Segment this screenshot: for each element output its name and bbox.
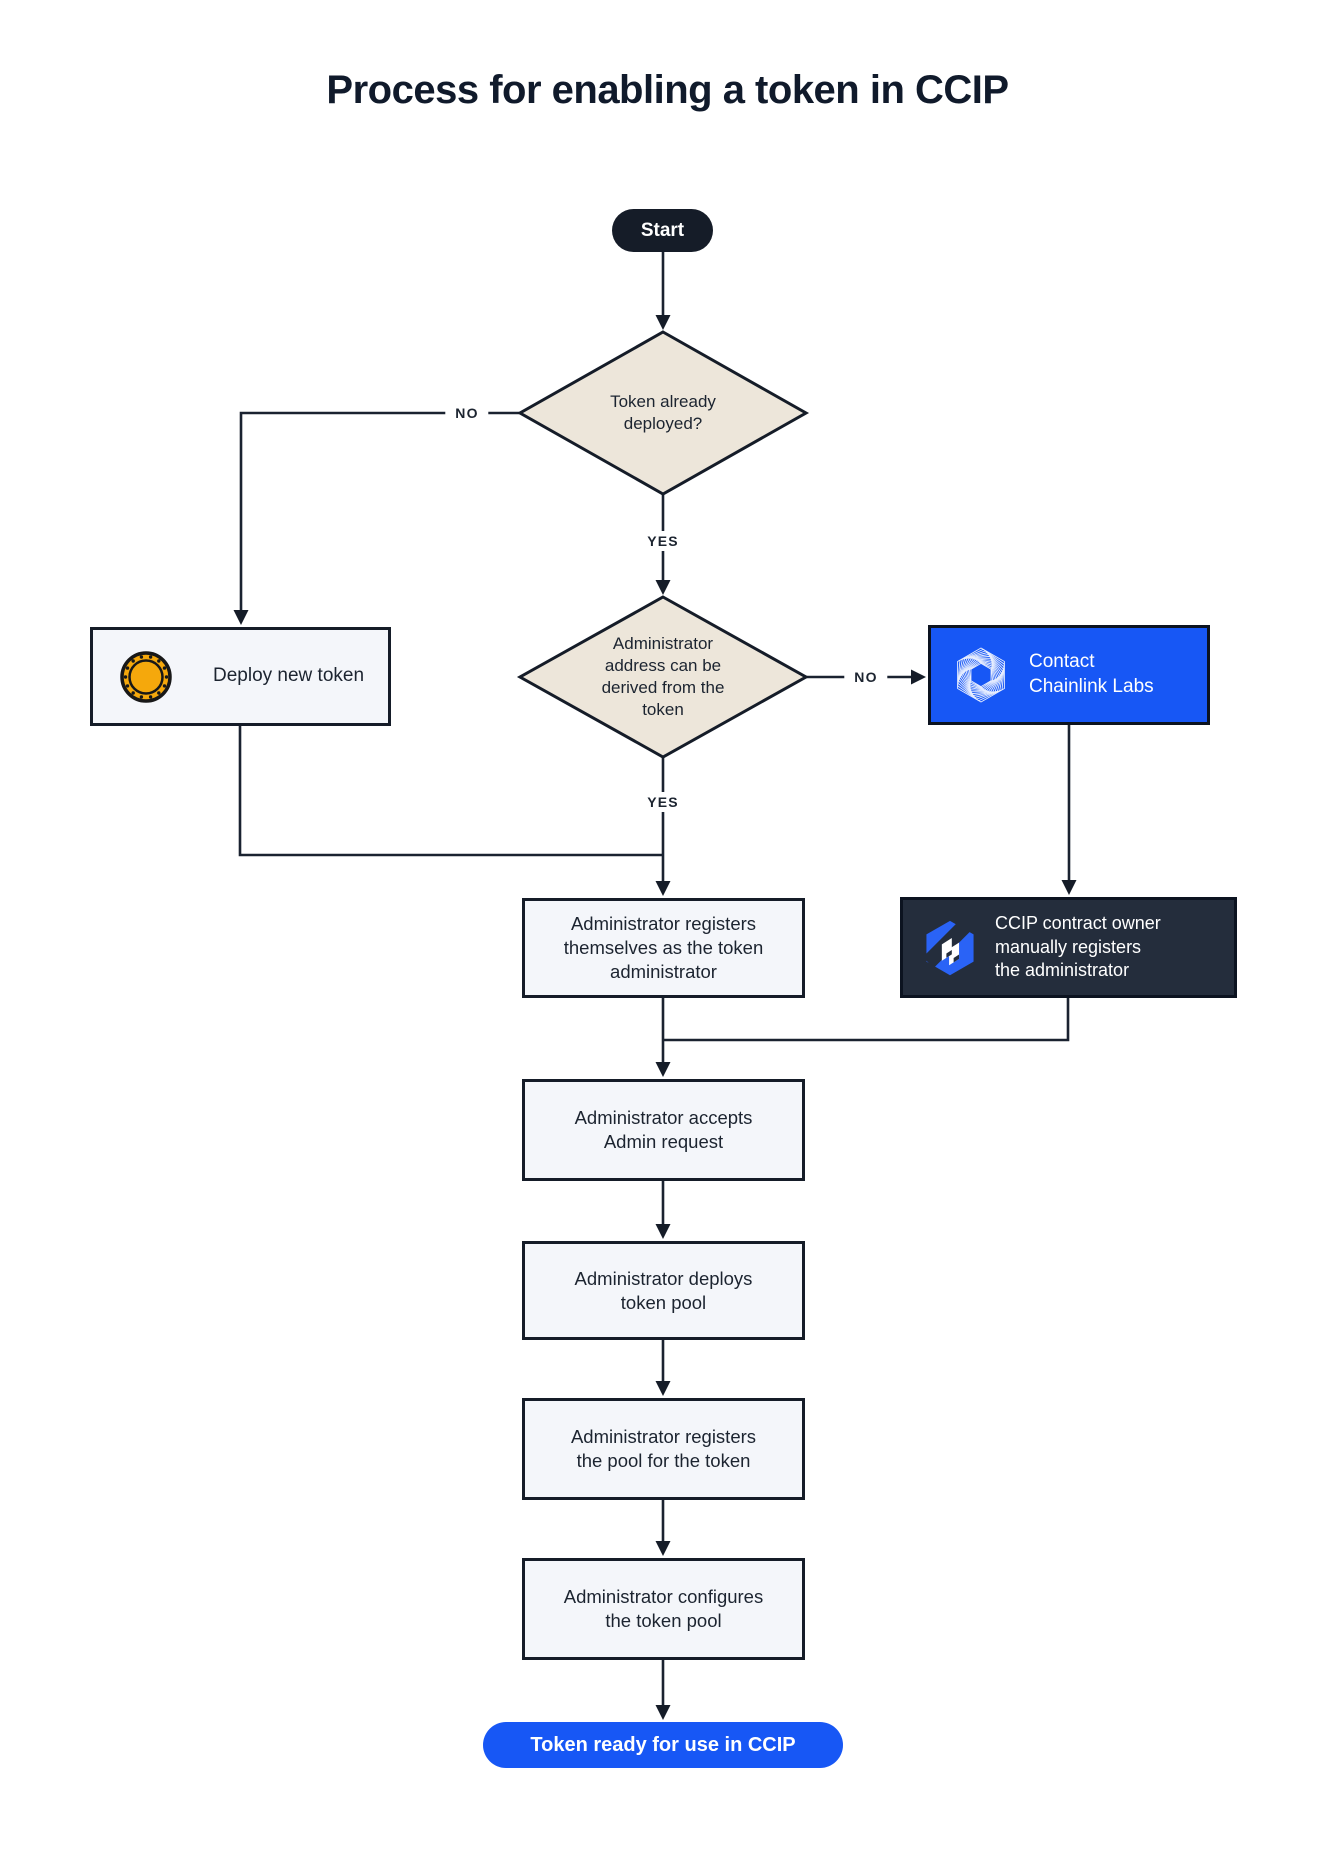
edge-label-no-admin-address: NO: [844, 667, 888, 687]
chainlink-labs-spiral-icon: [949, 643, 1013, 707]
decision-token-deployed-diamond: [516, 330, 810, 496]
token-ready-label: Token ready for use in CCIP: [530, 1733, 796, 1756]
deploy-new-token-label: Deploy new token: [213, 665, 365, 687]
connector-ccip-owner-to-merge: [663, 998, 1070, 1042]
edge-label-yes-admin-address: YES: [637, 792, 689, 812]
deploy-new-token-node: Deploy new token: [90, 627, 391, 726]
decision-admin-address-diamond: [516, 595, 810, 759]
token-ready-node: Token ready for use in CCIP: [483, 1722, 843, 1768]
contact-chainlink-label: Contact Chainlink Labs: [1029, 651, 1154, 697]
ccip-owner-registers-node: CCIP contract owner manually registers t…: [900, 897, 1237, 998]
connector-decision1-no-to-deploy: [233, 411, 520, 625]
ccip-owner-registers-label: CCIP contract owner manually registers t…: [995, 913, 1161, 981]
connector-deploy-to-merge: [238, 726, 663, 857]
admin-deploys-pool-node: Administrator deploys token pool: [522, 1241, 805, 1340]
start-node: Start: [612, 209, 713, 252]
decision-token-deployed-label: Token already deployed?: [610, 391, 716, 433]
admin-accepts-node: Administrator accepts Admin request: [522, 1079, 805, 1181]
contact-chainlink-node: Contact Chainlink Labs: [928, 625, 1210, 725]
decision-admin-address-label: Administrator address can be derived fro…: [601, 633, 725, 720]
edge-label-no-token-deployed: NO: [445, 403, 489, 423]
start-label: Start: [640, 219, 685, 241]
admin-configures-pool-node: Administrator configures the token pool: [522, 1558, 805, 1660]
token-coin-icon: [120, 650, 172, 703]
admin-registers-node: Administrator registers themselves as th…: [522, 898, 805, 998]
ccip-logo-icon: [922, 920, 974, 975]
edge-label-yes-token-deployed: YES: [637, 531, 689, 551]
admin-registers-pool-node: Administrator registers the pool for the…: [522, 1398, 805, 1500]
page-title: Process for enabling a token in CCIP: [326, 68, 1009, 112]
